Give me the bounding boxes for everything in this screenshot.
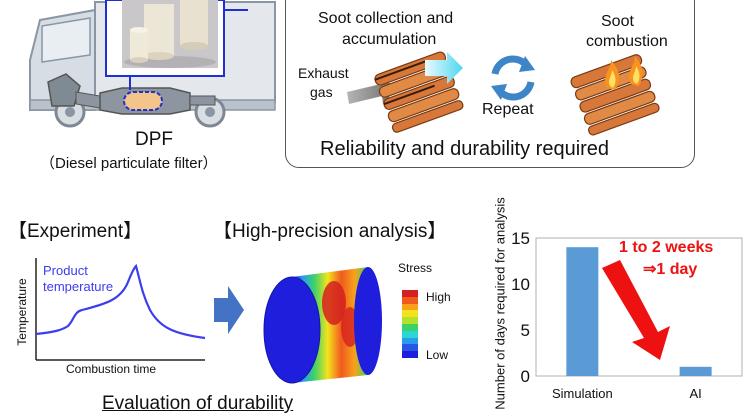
repeat-label: Repeat [482,101,534,118]
curve-label-line1: Product [43,263,88,278]
analysis-heading: 【High-precision analysis】 [213,221,447,242]
experiment-heading: 【Experiment】 [8,221,143,242]
collection-label-line1: Soot collection and [318,10,454,27]
legend-high-label: High [426,290,451,304]
requirement-text: Reliability and durability required [320,138,610,160]
legend-low-label: Low [426,348,449,362]
soot-process-illustration [285,0,705,140]
y-tick-label-0: 0 [521,367,530,386]
legend-swatch-3 [402,310,418,318]
legend-swatch-4 [402,317,418,324]
curve-label-line2: temperature [43,279,114,294]
bar-simulation [566,247,599,376]
exhaust-label-line1: Exhaust [298,65,349,81]
legend-swatch-8 [402,344,418,352]
legend-swatch-7 [402,337,418,345]
stress-legend-bar [402,290,418,358]
combustion-label-line2: combustion [586,33,668,50]
process-panel [285,0,695,168]
bar-ai [679,366,712,376]
temperature-axis-label: Temperature [15,278,29,346]
dpf-subtitle: （Diesel particulate filter） [40,155,218,172]
legend-swatch-1 [402,296,418,304]
legend-swatch-6 [402,330,418,338]
legend-swatch-0 [402,290,418,297]
legend-title: Stress [398,261,433,275]
temperature-plot [0,250,215,380]
arrow-right-icon [214,286,244,334]
repeat-icon [491,55,535,101]
legend-swatch-9 [402,351,418,358]
x-tick-label-ai: AI [690,386,702,401]
legend-swatch-2 [402,303,418,311]
exhaust-label-line2: gas [310,84,333,100]
plot-frame [535,237,743,377]
evaluation-label: Evaluation of durability [102,393,294,414]
reduction-arrow-icon [602,260,670,360]
collection-label-line2: accumulation [342,31,437,48]
y-tick-label-10: 10 [511,275,530,294]
filter-soot-combustion [570,54,660,136]
combustion-label-line1: Soot [601,13,634,30]
y-tick-label-15: 15 [511,229,530,248]
legend-swatch-5 [402,323,418,331]
chart-annotation-line2: ⇒1 day [643,261,698,278]
x-tick-label-simulation: Simulation [552,386,613,401]
truck-illustration [0,0,280,175]
combustion-time-axis-label: Combustion time [66,362,157,376]
chart-annotation-line1: 1 to 2 weeks [619,239,714,256]
y-tick-label-5: 5 [521,321,530,340]
dpf-title: DPF [135,129,173,150]
stress-cylinder [250,255,390,395]
